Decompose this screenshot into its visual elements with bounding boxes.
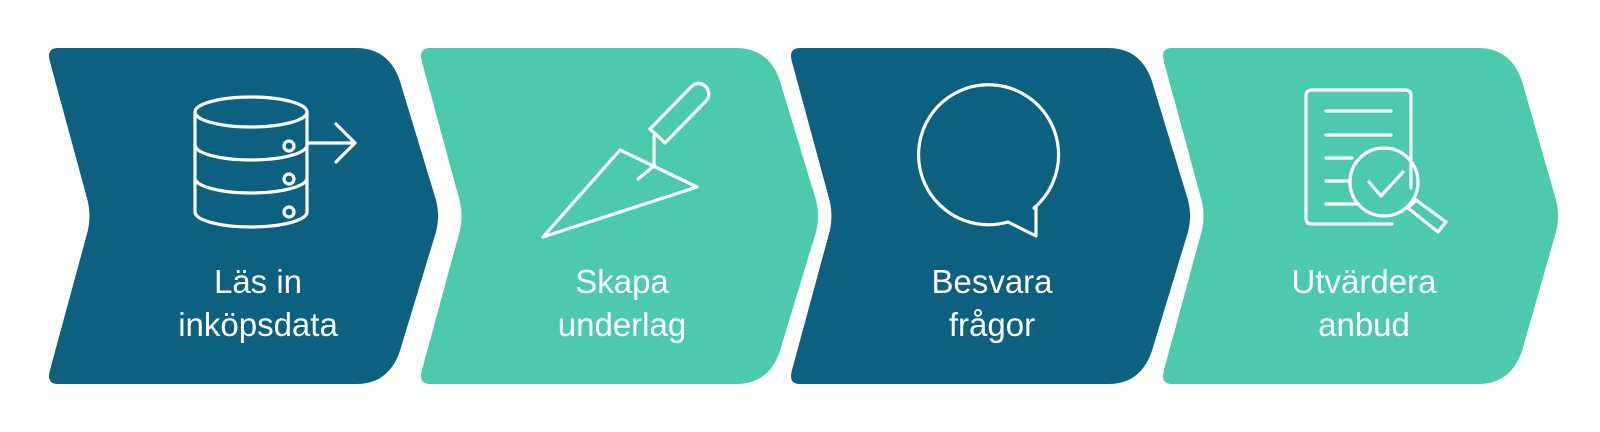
step-2-label-line-1: Skapa <box>575 263 669 300</box>
speech-bubble-icon <box>917 83 1061 238</box>
step-1-chevron <box>49 48 438 384</box>
document-check-magnifier-icon <box>1304 88 1448 234</box>
step-3-label-line-1: Besvara <box>931 263 1053 300</box>
step-4-chevron <box>1163 48 1558 384</box>
step-2-label-line-2: underlag <box>558 306 686 343</box>
step-3: Besvara frågor <box>791 48 1190 384</box>
step-3-label-line-2: frågor <box>949 306 1035 343</box>
database-export-icon <box>193 95 357 229</box>
step-4-label-line-2: anbud <box>1318 306 1410 343</box>
step-1: Läs in inköpsdata <box>49 48 438 384</box>
step-2-chevron <box>421 48 818 384</box>
trowel-icon <box>541 81 711 239</box>
step-4-label-line-1: Utvärdera <box>1292 263 1438 300</box>
step-1-label-line-2: inköpsdata <box>178 306 338 343</box>
step-3-chevron <box>791 48 1190 384</box>
step-2: Skapa underlag <box>421 48 818 384</box>
step-4: Utvärdera anbud <box>1163 48 1558 384</box>
step-1-label-line-1: Läs in <box>214 263 302 300</box>
